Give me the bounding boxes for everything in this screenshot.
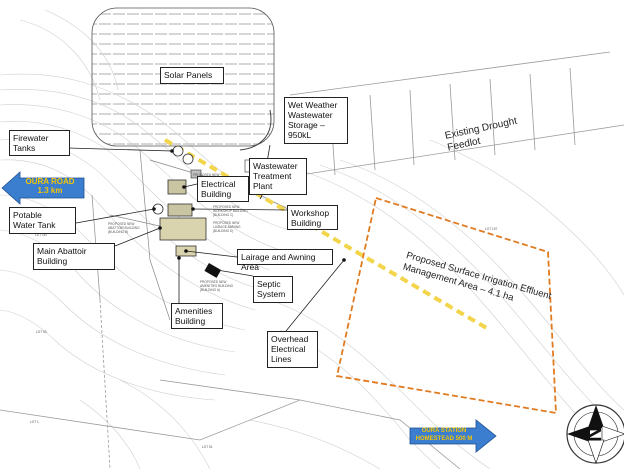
irrigation-area-outline xyxy=(335,196,557,415)
lot-label-53: LOT 53 xyxy=(36,330,47,334)
lot-label-1: LOT 1 xyxy=(30,420,39,424)
plan-label-lairage: PROPOSED NEW LAIRAGE AWNING (BUILDING D) xyxy=(213,221,241,233)
lot-label-51: LOT 51 xyxy=(202,445,213,449)
callout-solar-panels: Solar Panels xyxy=(160,67,224,84)
oura-road-label: OURA ROAD 1.3 km xyxy=(25,177,75,195)
callout-workshop-building: Workshop Building xyxy=(287,205,338,230)
arrow-right-icon xyxy=(409,419,497,453)
callout-leaders xyxy=(67,144,345,332)
terrain-contours xyxy=(0,9,624,469)
plan-label-amenities: PROPOSED NEW AMENITIES BUILDING (BUILDIN… xyxy=(200,280,234,292)
callout-firewater-tanks: Firewater Tanks xyxy=(9,130,70,156)
plan-label-electrical: PROPOSED NEW xyxy=(193,173,220,177)
callout-main-abattoir: Main Abattoir Building xyxy=(33,243,115,270)
callout-septic-system: Septic System xyxy=(253,276,293,303)
north-arrow-icon xyxy=(566,404,624,464)
plan-label-workshop: PROPOSED NEW WORKSHOP BUILDING (BUILDING… xyxy=(213,205,248,217)
plan-label-abattoir: PROPOSED NEW ABATTOIR BUILDING (BUILDING… xyxy=(108,222,140,234)
oura-station-label: OURA STATION HOMESTEAD 500 M xyxy=(415,428,473,442)
property-boundaries xyxy=(0,51,624,469)
lot-label-197: LOT 197 xyxy=(485,227,498,231)
callout-wastewater-plant: Wastewater Treatment Plant xyxy=(249,158,307,195)
callout-wet-weather-storage: Wet Weather Wastewater Storage – 950kL xyxy=(284,97,348,144)
callout-electrical-building: Electrical Building xyxy=(197,176,249,202)
callout-potable-water-tank: Potable Water Tank xyxy=(9,207,76,234)
tank-icon xyxy=(152,145,194,215)
arrow-left-icon xyxy=(1,171,85,205)
overhead-line-path xyxy=(163,138,492,332)
north-letter: N xyxy=(580,426,606,442)
callout-overhead-lines: Overhead Electrical Lines xyxy=(267,331,318,368)
callout-lairage-awning: Lairage and Awning Area xyxy=(237,249,333,272)
lot-label-167: LOT 167 xyxy=(35,233,48,237)
callout-amenities-building: Amenities Building xyxy=(171,303,223,329)
